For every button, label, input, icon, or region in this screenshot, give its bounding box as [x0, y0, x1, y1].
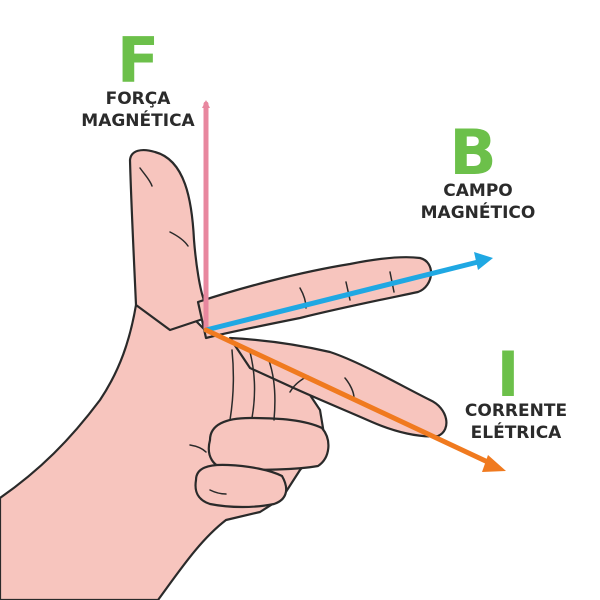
current-label-line1: CORRENTE: [464, 401, 568, 421]
current-label-line2: ELÉTRICA: [470, 423, 562, 443]
thumb: [128, 149, 208, 332]
force-label: FORÇA MAGNÉTICA: [58, 88, 218, 132]
current-label: CORRENTE ELÉTRICA: [436, 400, 596, 444]
field-arrow: [203, 259, 481, 333]
field-arrowhead: [474, 252, 493, 270]
field-label: CAMPO MAGNÉTICO: [398, 180, 558, 224]
current-arrow: [203, 327, 495, 467]
field-letter: B: [449, 116, 497, 189]
index-finger: [196, 256, 433, 340]
current-arrowhead: [482, 455, 506, 472]
force-label-line1: FORÇA: [105, 89, 171, 109]
middle-finger: [228, 336, 448, 438]
field-label-line1: CAMPO: [443, 181, 513, 201]
little-finger: [194, 463, 288, 509]
current-letter: I: [496, 338, 520, 411]
field-label-line2: MAGNÉTICO: [420, 203, 536, 223]
force-letter: F: [116, 24, 160, 97]
ring-finger: [207, 416, 330, 472]
force-label-line2: MAGNÉTICA: [81, 111, 195, 131]
